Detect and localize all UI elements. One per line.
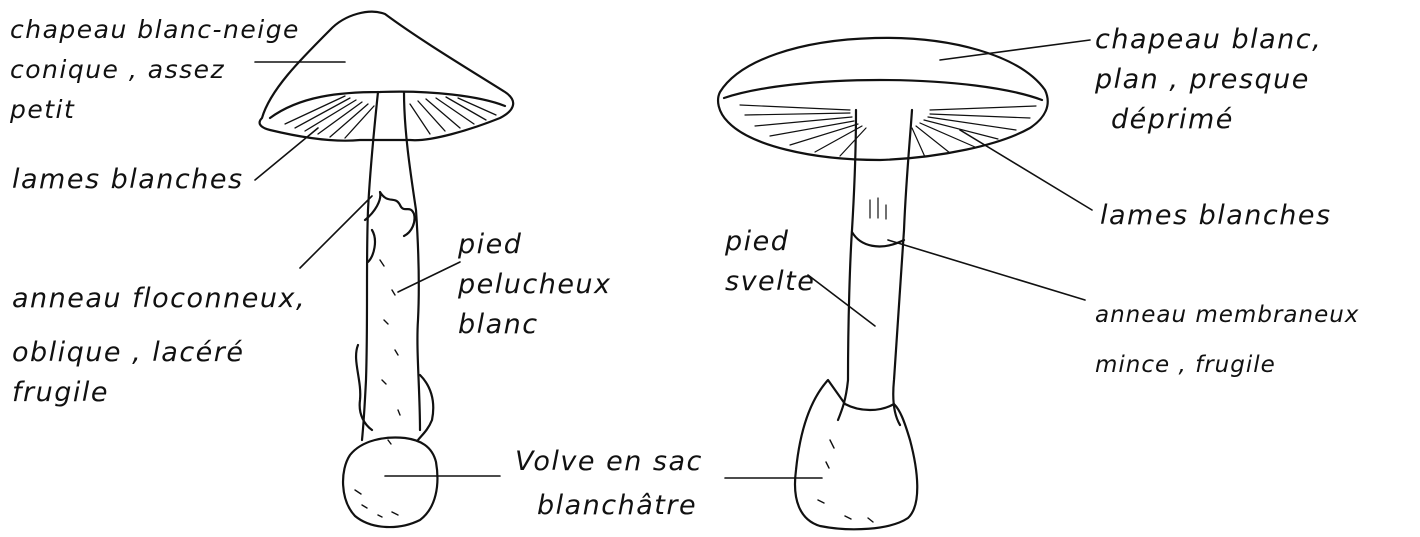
leader-left-stem <box>398 262 460 292</box>
right-gills-outline <box>724 80 1042 100</box>
label-line: petit <box>10 90 300 130</box>
right-stem <box>838 110 856 420</box>
label-line: lames blanches <box>1100 196 1332 236</box>
right-volva <box>795 380 917 529</box>
label-line: Volve en sac <box>515 440 703 484</box>
left-stem-scales <box>380 260 400 444</box>
label-right-ring: anneau membraneux mince , frugile <box>1095 290 1359 390</box>
label-line: lames blanches <box>12 160 244 200</box>
label-right-cap: chapeau blanc, plan , presque déprimé <box>1095 20 1322 140</box>
leader-left-gills <box>255 128 318 180</box>
label-line: conique , assez <box>10 50 300 90</box>
label-line: svelte <box>725 262 815 302</box>
label-left-gills: lames blanches <box>12 160 244 200</box>
label-line: pied <box>458 225 612 265</box>
label-right-stem: pied svelte <box>725 222 815 302</box>
label-line: chapeau blanc-neige <box>10 10 300 50</box>
leader-right-stem <box>808 275 875 326</box>
label-line: déprimé <box>1095 100 1322 140</box>
leader-right-cap <box>940 40 1090 60</box>
left-ring <box>365 192 415 262</box>
label-line: chapeau blanc, <box>1095 20 1322 60</box>
label-line: blanchâtre <box>515 484 703 528</box>
label-volva: Volve en sac blanchâtre <box>515 440 703 528</box>
leader-lines <box>255 40 1092 478</box>
label-left-cap: chapeau blanc-neige conique , assez peti… <box>10 10 300 130</box>
leader-left-ring <box>300 196 372 268</box>
label-right-gills: lames blanches <box>1100 196 1332 236</box>
label-line: anneau floconneux, <box>12 272 306 326</box>
label-line: pied <box>725 222 815 262</box>
label-line: anneau membraneux <box>1095 290 1359 340</box>
right-cap <box>718 38 1048 160</box>
left-volva <box>343 438 437 528</box>
leader-right-ring <box>888 240 1085 300</box>
label-line: plan , presque <box>1095 60 1322 100</box>
left-stem <box>362 92 378 440</box>
label-line: mince , frugile <box>1095 340 1359 390</box>
label-left-stem: pied pelucheux blanc <box>458 225 612 345</box>
label-left-ring: anneau floconneux, oblique , lacéré frug… <box>12 272 306 420</box>
right-ring <box>852 232 904 246</box>
leader-right-gills <box>960 130 1092 210</box>
label-line: pelucheux <box>458 265 612 305</box>
label-line: blanc <box>458 305 612 345</box>
